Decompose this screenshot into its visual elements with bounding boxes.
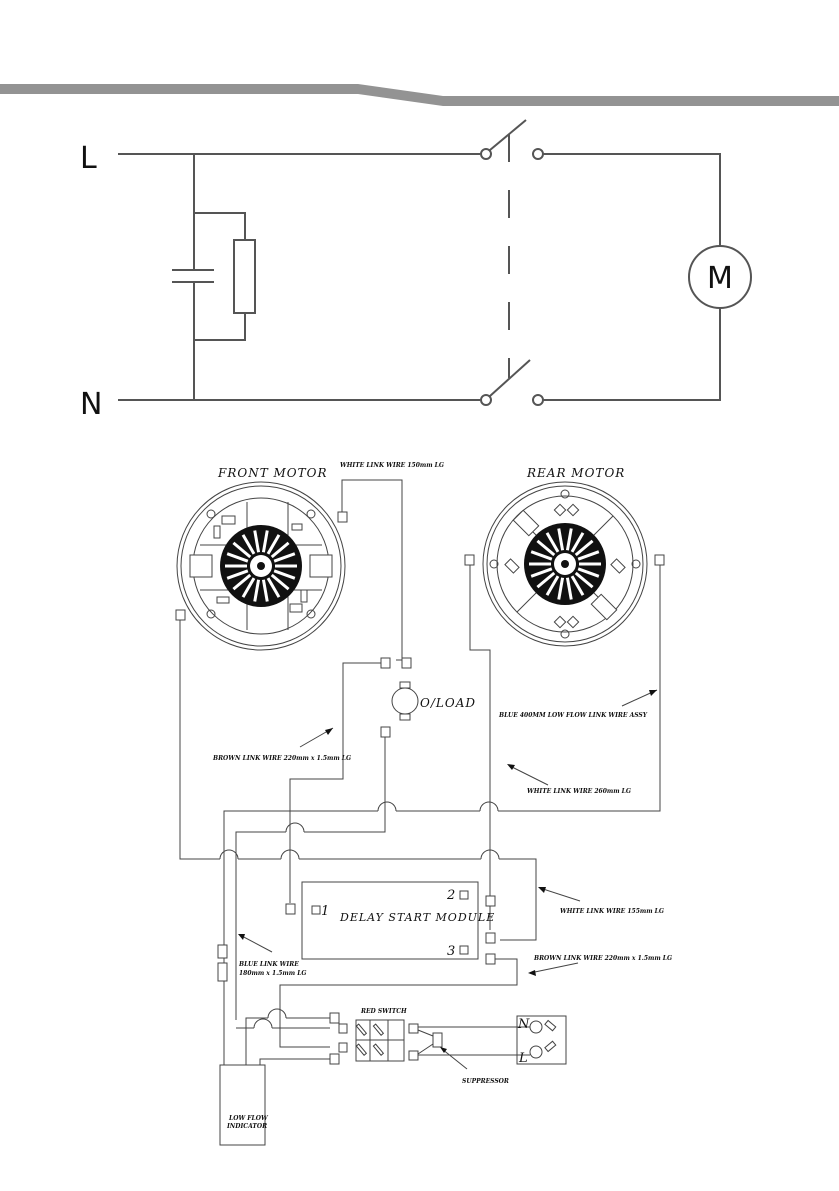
terminal <box>485 895 496 907</box>
fan-blade <box>273 569 296 580</box>
arrow <box>529 962 579 974</box>
wire-blue-400 <box>498 565 661 812</box>
label-blue-180-line2: 180mm x 1.5mm LG <box>239 970 307 977</box>
fan-blade <box>536 539 556 557</box>
fan-blade <box>536 571 556 589</box>
fan-blade <box>570 532 585 553</box>
label-white-150: WHITE LINK WIRE 150mm LG <box>340 462 444 469</box>
wire-front-motor-left <box>179 620 220 860</box>
resistor-wire <box>194 212 246 240</box>
capacitor-icon <box>172 269 214 283</box>
fan-blade <box>557 528 565 551</box>
fan-blade <box>530 550 553 561</box>
red-switch[interactable] <box>355 1019 405 1062</box>
terminal-2-label: 2 <box>446 888 455 903</box>
fan-blade <box>232 541 252 559</box>
fan-blade <box>577 550 600 561</box>
wiring-diagram: FRONT MOTOR REAR MOTOR <box>175 462 672 1146</box>
label-blue-180-line1: BLUE LINK WIRE <box>238 961 299 968</box>
suppressor-label: SUPPRESSOR <box>462 1078 509 1085</box>
front-motor <box>176 481 346 651</box>
fan-blade <box>273 552 296 563</box>
motor-wire <box>543 308 721 401</box>
low-flow-label-2: INDICATOR <box>226 1123 267 1130</box>
fan-blade <box>565 577 573 600</box>
suppressor-icon <box>432 1032 443 1048</box>
low-flow-indicator <box>219 1064 266 1146</box>
label-brown-220-bottom: BROWN LINK WIRE 220mm x 1.5mm LG <box>533 955 672 962</box>
terminal <box>175 609 186 621</box>
fan-blade <box>232 573 252 591</box>
terminal <box>337 511 348 523</box>
fan-blade <box>545 532 560 553</box>
fan-blade <box>577 567 600 578</box>
fan-blade <box>261 579 269 602</box>
terminal <box>401 657 412 669</box>
wire-brown-220-bottom <box>279 958 518 1048</box>
label-white-260: WHITE LINK WIRE 260mm LG <box>527 788 631 795</box>
fan-blade <box>241 534 256 555</box>
terminal <box>380 726 391 738</box>
fan-blade <box>266 577 281 598</box>
front-motor-title: FRONT MOTOR <box>217 466 328 480</box>
motor-label: M <box>707 261 733 296</box>
overload-label: O/LOAD <box>420 696 476 710</box>
fan-blade <box>266 534 281 555</box>
line-label: L <box>80 141 97 176</box>
terminal <box>285 903 296 915</box>
red-switch-label: RED SWITCH <box>360 1008 407 1015</box>
label-brown-220-top: BROWN LINK WIRE 220mm x 1.5mm LG <box>212 755 351 762</box>
fan-blade <box>574 539 594 557</box>
fan-blade <box>270 573 290 591</box>
header-band <box>0 84 839 106</box>
fan-blade <box>261 530 269 553</box>
label-blue-400: BLUE 400MM LOW FLOW LINK WIRE ASSY <box>498 712 648 719</box>
resistor-wire <box>194 313 246 341</box>
wire-white-260 <box>469 565 491 930</box>
fan-blade <box>226 552 249 563</box>
motor-wire <box>543 153 721 246</box>
arrow <box>539 887 581 902</box>
label-white-155: WHITE LINK WIRE 155mm LG <box>560 908 664 915</box>
rear-motor-title: REAR MOTOR <box>526 466 625 480</box>
fan-blade <box>574 571 594 589</box>
terminal <box>654 554 665 566</box>
terminal <box>485 932 496 944</box>
switch-icon <box>480 119 544 406</box>
arrow <box>441 1048 468 1070</box>
wire-white-155 <box>499 858 537 941</box>
terminal <box>464 554 475 566</box>
fan-blade <box>530 567 553 578</box>
wire-brown-220 <box>289 662 381 903</box>
fan-blade <box>545 575 560 596</box>
fan-blade <box>226 569 249 580</box>
rear-motor <box>482 481 648 647</box>
fan-blade <box>253 579 261 602</box>
schematic-diagram: L N <box>80 119 752 422</box>
fan-blade <box>253 530 261 553</box>
low-flow-label-1: LOW FLOW <box>228 1115 269 1122</box>
mains-connector: N L <box>516 1015 567 1066</box>
fan-blade <box>241 577 256 598</box>
neutral-terminal-label: N <box>517 1017 530 1032</box>
terminal <box>380 657 391 669</box>
terminal-3-label: 3 <box>447 944 455 959</box>
motor-icon <box>688 245 752 309</box>
terminal <box>485 953 496 965</box>
terminal-1-label: 1 <box>321 904 329 919</box>
fan-blade <box>270 541 290 559</box>
overload-icon <box>391 687 419 715</box>
wire-white-150 <box>341 479 403 660</box>
fan-blade <box>557 577 565 600</box>
arrow <box>239 934 273 953</box>
arrow <box>509 765 549 786</box>
delay-module-label: DELAY START MODULE <box>339 911 495 924</box>
live-terminal-label: L <box>518 1051 528 1066</box>
fan-blade <box>565 528 573 551</box>
delay-start-module <box>301 881 479 960</box>
resistor-icon <box>233 239 256 314</box>
neutral-label: N <box>80 387 102 422</box>
fan-blade <box>570 575 585 596</box>
wire-overload-out <box>304 737 386 833</box>
